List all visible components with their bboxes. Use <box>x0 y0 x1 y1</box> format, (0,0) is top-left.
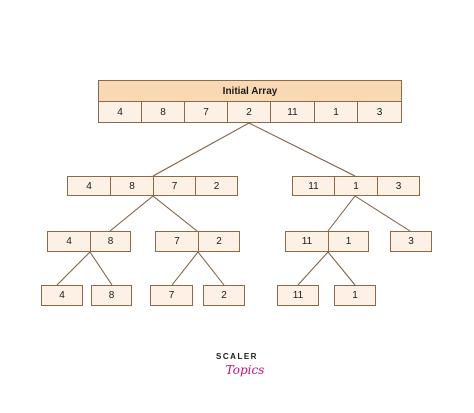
initial-array-cell: 8 <box>141 101 185 123</box>
topics-logo-text: Topics <box>225 363 265 377</box>
tree-edge <box>327 251 356 286</box>
quarter-cell: 8 <box>90 231 131 252</box>
scaler-logo-text: SCALER <box>216 352 258 361</box>
right-half-cell: 3 <box>377 176 420 196</box>
single-cell: 11 <box>277 285 319 306</box>
tree-edge <box>248 122 356 177</box>
single-cell: 7 <box>150 285 193 306</box>
tree-edge <box>56 251 91 286</box>
quarter-cell: 11 <box>285 231 329 252</box>
single-cell: 8 <box>91 285 132 306</box>
quarter-cell: 2 <box>198 231 240 252</box>
right-half-cell: 1 <box>334 176 378 196</box>
quarter-cell: 3 <box>390 231 432 252</box>
single-cell: 4 <box>41 285 83 306</box>
single-cell: 2 <box>203 285 245 306</box>
left-half-cell: 2 <box>195 176 238 196</box>
left-half-cell: 4 <box>67 176 111 196</box>
initial-array-cell: 1 <box>314 101 358 123</box>
initial-array-cell: 11 <box>270 101 315 123</box>
right-half-cell: 11 <box>292 176 335 196</box>
initial-array-title: Initial Array <box>98 80 402 102</box>
quarter-cell: 1 <box>328 231 369 252</box>
quarter-cell: 7 <box>155 231 199 252</box>
initial-array-cell: 4 <box>98 101 142 123</box>
tree-edge <box>109 195 154 232</box>
tree-edge <box>171 251 199 286</box>
single-cell: 1 <box>334 285 376 306</box>
initial-array-cell: 2 <box>227 101 271 123</box>
tree-edge <box>354 195 411 232</box>
tree-edge <box>297 251 329 286</box>
left-half-cell: 8 <box>110 176 154 196</box>
tree-edge <box>152 122 250 177</box>
tree-edge <box>327 195 356 232</box>
tree-edge <box>197 251 225 286</box>
tree-edge <box>152 195 198 232</box>
left-half-cell: 7 <box>153 176 196 196</box>
initial-array-cell: 7 <box>184 101 228 123</box>
quarter-cell: 4 <box>47 231 91 252</box>
initial-array-cell: 3 <box>357 101 402 123</box>
tree-edge <box>89 251 113 286</box>
